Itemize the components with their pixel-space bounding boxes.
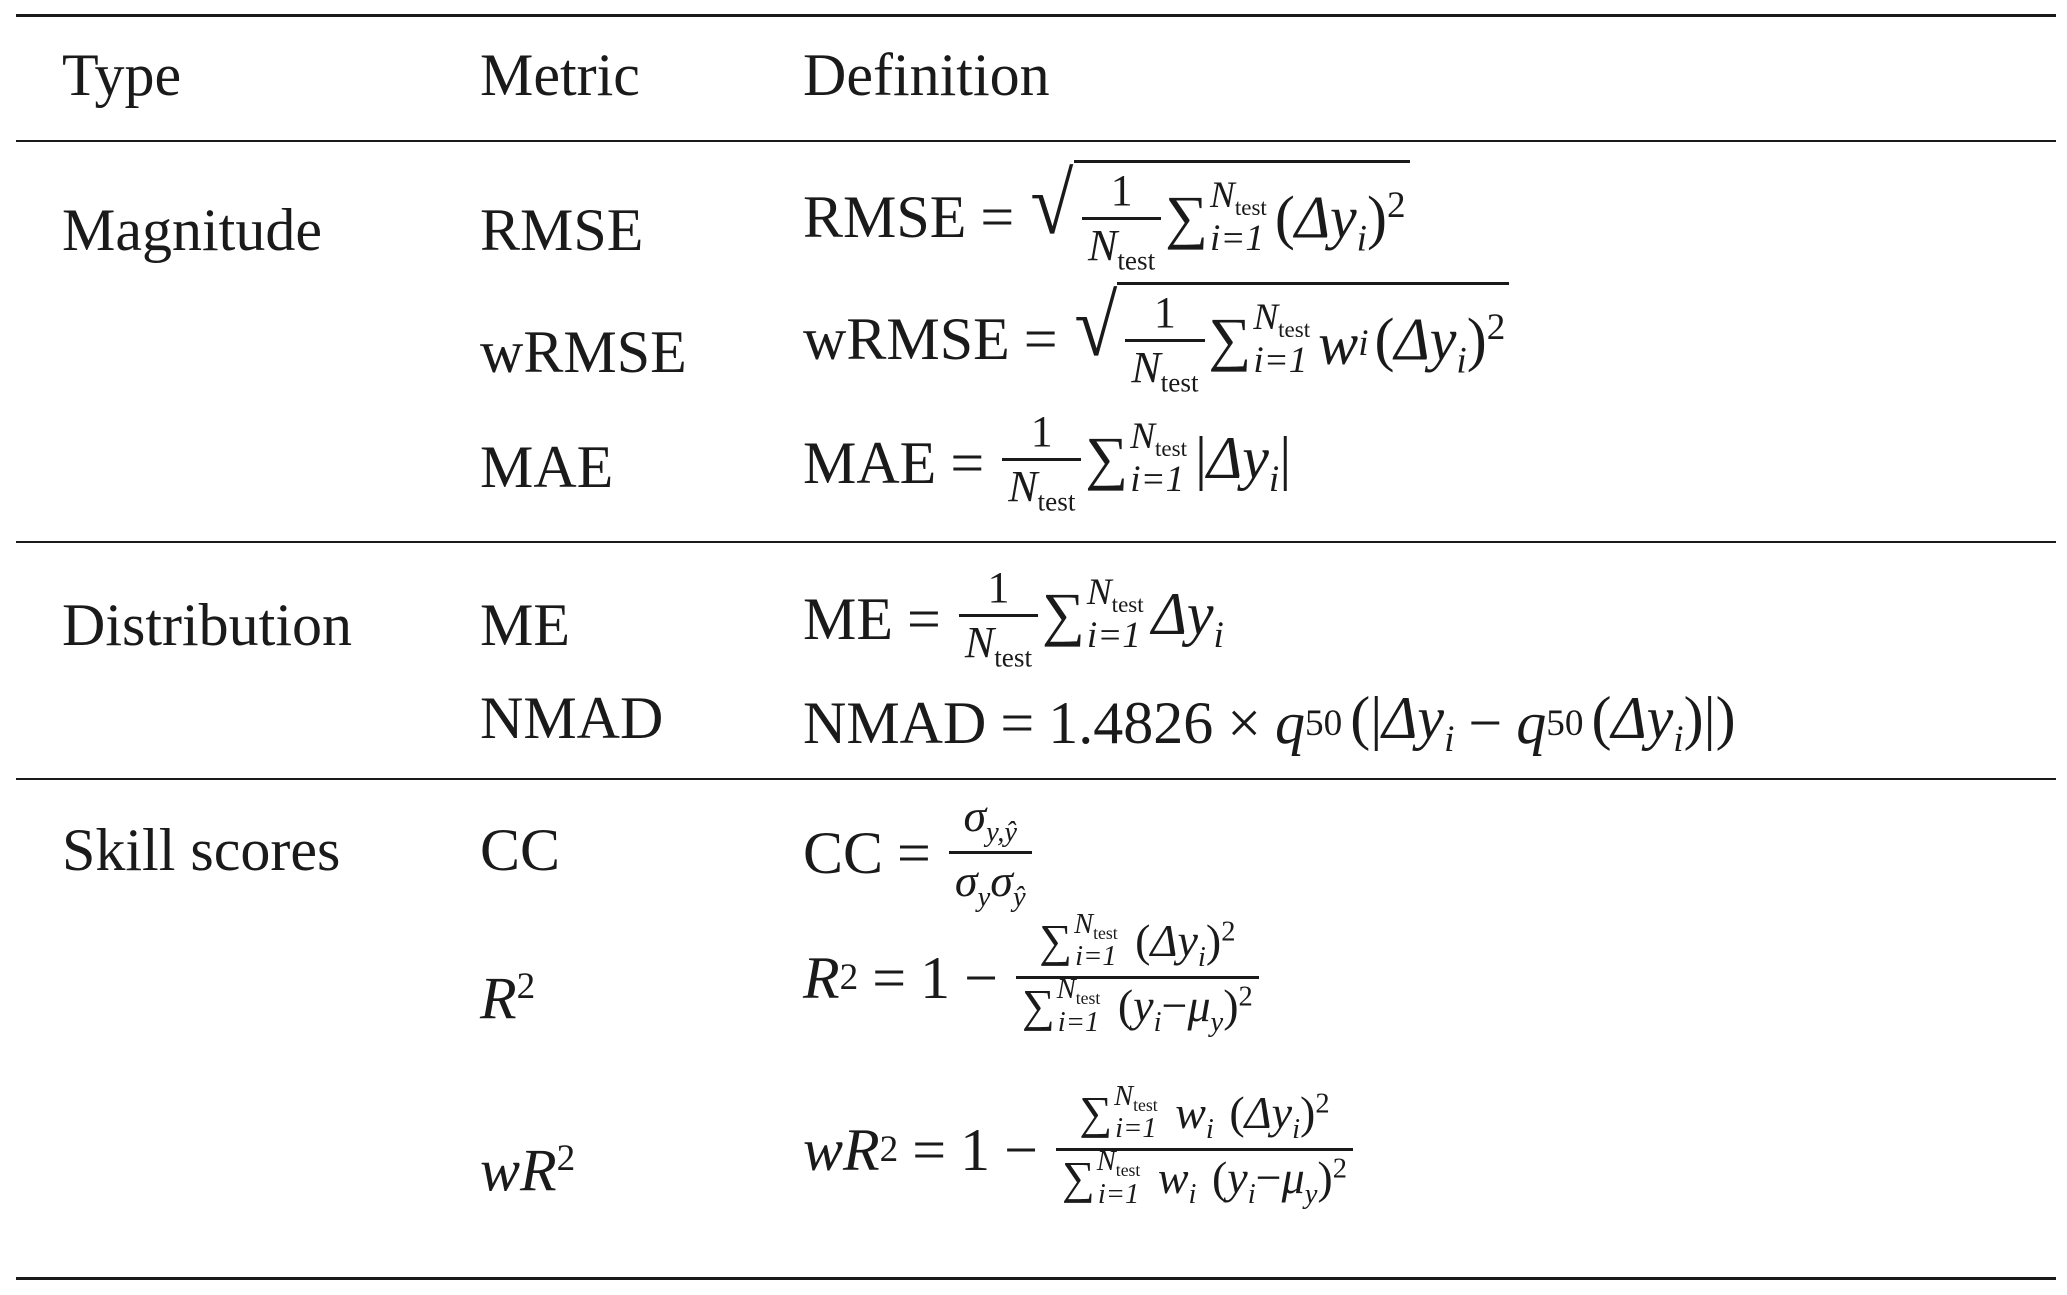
metric-nmad: NMAD [480, 685, 664, 751]
group-type-magnitude: Magnitude [62, 197, 322, 263]
table-top-rule [16, 14, 2056, 17]
magnitude-bottom-rule [16, 541, 2056, 543]
header-bottom-rule [16, 140, 2056, 142]
metric-me: ME [480, 592, 570, 658]
group-type-skill-scores: Skill scores [62, 817, 341, 883]
metric-rmse: RMSE [480, 197, 644, 263]
metric-r2: R2 [480, 965, 536, 1032]
table-bottom-rule [16, 1277, 2056, 1280]
metric-wr2: wR2 [480, 1137, 576, 1204]
group-type-distribution: Distribution [62, 592, 353, 658]
header-metric: Metric [480, 42, 640, 108]
header-type: Type [62, 42, 182, 108]
metric-mae: MAE [480, 434, 614, 500]
metric-wrmse: wRMSE [480, 319, 687, 385]
distribution-bottom-rule [16, 778, 2056, 780]
metric-cc: CC [480, 817, 561, 883]
formula-cc: CC = σy,ŷ σyσŷ [803, 793, 1036, 913]
header-definition: Definition [803, 42, 1050, 108]
